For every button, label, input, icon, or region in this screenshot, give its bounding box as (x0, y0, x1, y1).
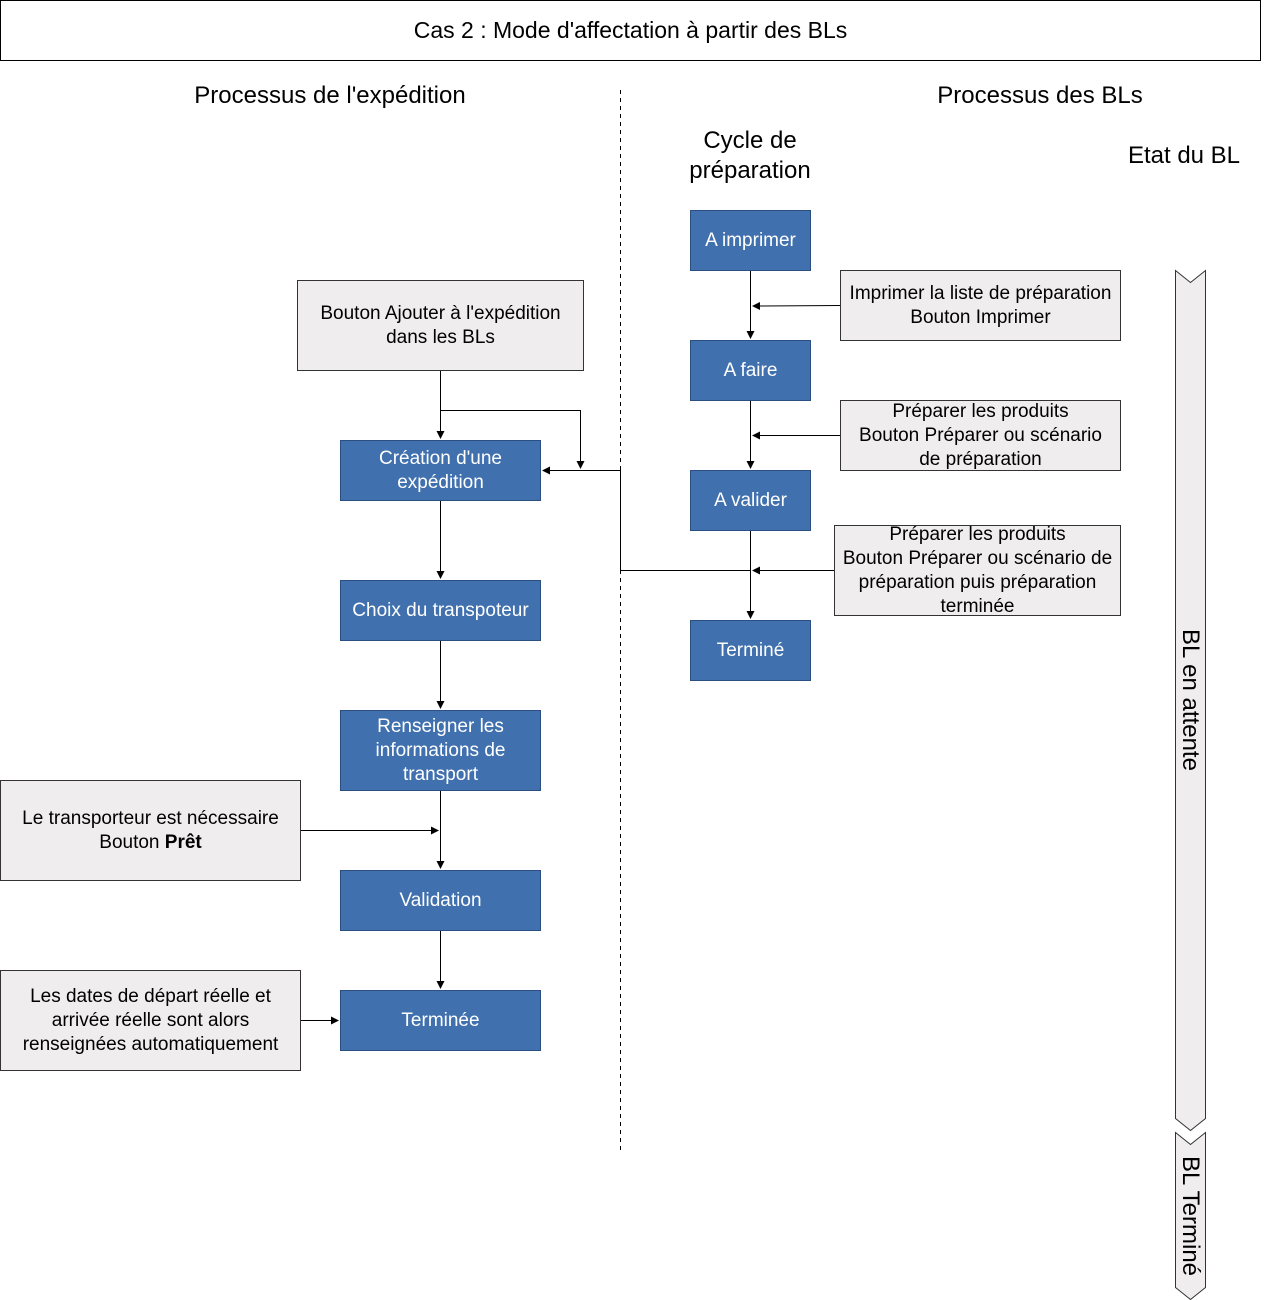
arrow-bl-to-creation (542, 466, 751, 571)
header-bl-process: Processus des BLs (937, 82, 1143, 109)
bl-step-termine: Terminé (690, 620, 811, 681)
state-label-termine: BL Terminé (1177, 1155, 1204, 1277)
arrow-ajouter-branch (440, 410, 585, 469)
note-transporteur: Le transporteur est nécessaire Bouton Pr… (0, 780, 301, 881)
state-label-attente: BL en attente (1177, 629, 1204, 771)
step-validation: Validation (340, 870, 541, 931)
header-preparation-cycle: Cycle de préparation (689, 127, 811, 184)
note-preparer: Préparer les produits Bouton Préparer ou… (840, 400, 1121, 471)
note-dates-reelles: Les dates de départ réelle et arrivée ré… (0, 970, 301, 1071)
header-bl-state: Etat du BL (1127, 142, 1241, 169)
note-preparation-terminee: Préparer les produits Bouton Préparer ou… (834, 524, 1121, 617)
note-transporteur-bold: Prêt (164, 831, 202, 853)
state-bar-attente (1175, 269, 1206, 1132)
header-expedition-process: Processus de l'expédition (194, 82, 466, 109)
bl-step-a-imprimer: A imprimer (690, 210, 811, 271)
step-renseigner-transport: Renseigner les informations de transport (340, 710, 541, 791)
note-transporteur-line1: Le transporteur est nécessaire (22, 807, 279, 829)
bl-step-a-valider: A valider (690, 470, 811, 531)
note-ajouter-expedition: Bouton Ajouter à l'expédition dans les B… (297, 280, 584, 371)
state-bar-termine (1175, 1131, 1206, 1300)
note-transporteur-line2: Bouton Prêt (99, 831, 201, 855)
step-choix-transporteur: Choix du transpoteur (340, 580, 541, 641)
note-transporteur-prefix: Bouton (99, 831, 165, 853)
step-terminee: Terminée (340, 990, 541, 1051)
note-imprimer: Imprimer la liste de préparation Bouton … (840, 270, 1121, 341)
step-creation-expedition: Création d'une expédition (340, 440, 541, 501)
diagram-title: Cas 2 : Mode d'affectation à partir des … (0, 0, 1261, 61)
arrow-imprimer-note (752, 301, 841, 310)
bl-step-a-faire: A faire (690, 340, 811, 401)
